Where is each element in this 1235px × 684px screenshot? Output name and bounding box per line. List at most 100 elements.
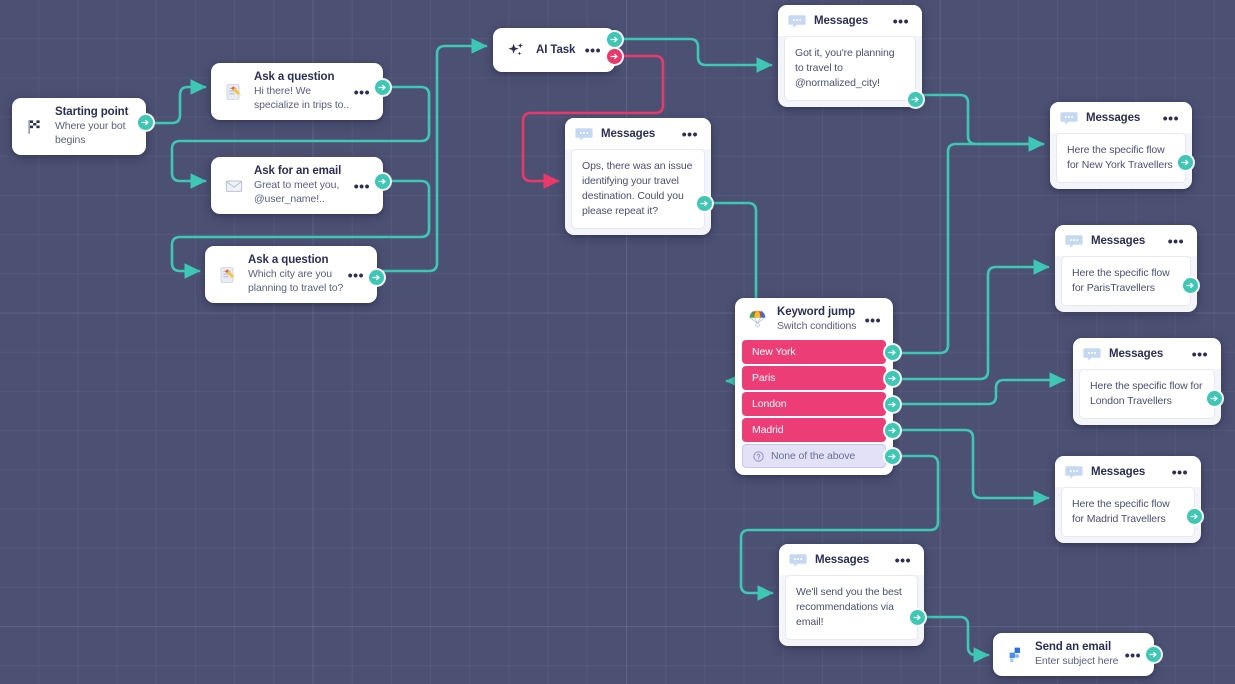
node-title: Starting point [55,106,129,118]
node-message-normalized-city[interactable]: Messages ••• Got it, you're planning to … [778,5,923,107]
envelope-icon [221,173,247,199]
keyword-label: None of the above [771,450,856,463]
keyword-condition-paris[interactable]: Paris [742,366,900,391]
node-ai-task[interactable]: AI Task ••• [493,28,622,72]
node-message-best-recommendations[interactable]: Messages ••• We'll send you the best rec… [779,544,925,646]
message-text: Here the specific flow for Madrid Travel… [1061,487,1195,537]
output-connector[interactable] [1146,647,1161,662]
keyword-condition-new-york[interactable]: New York [742,340,900,365]
node-menu-button[interactable]: ••• [1167,233,1184,249]
speech-bubble-icon [574,124,594,144]
output-connector[interactable] [1183,278,1198,293]
speech-bubble-icon [1059,108,1079,128]
output-connector[interactable] [910,610,925,625]
node-subtitle: Hi there! We specialize in trips to.. [254,85,350,112]
node-subtitle: Enter subject here [1035,655,1119,668]
message-text: We'll send you the best recommendations … [785,575,918,640]
speech-bubble-icon [788,550,808,570]
message-text: Here the specific flow for London Travel… [1079,369,1215,419]
keyword-condition-none-of-the-above[interactable]: None of the above [742,444,900,469]
mailchimp-squares-icon [1002,642,1028,668]
node-message-madrid[interactable]: Messages ••• Here the specific flow for … [1055,456,1202,543]
node-title: Messages [815,554,870,566]
node-menu-button[interactable]: ••• [347,266,364,283]
node-subtitle: Where your bot begins [55,120,126,147]
node-menu-button[interactable]: ••• [892,13,909,29]
node-title: Messages [601,128,656,140]
output-connector[interactable] [885,449,900,465]
node-title: Messages [1109,348,1164,360]
node-menu-button[interactable]: ••• [1191,346,1208,362]
node-title: Messages [814,15,869,27]
output-connector[interactable] [375,174,390,189]
speech-bubble-icon [1064,231,1084,251]
keyword-label: Madrid [752,424,784,437]
output-connector[interactable] [1207,391,1222,406]
node-menu-button[interactable]: ••• [864,311,881,328]
output-connector[interactable] [885,423,900,439]
memo-pencil-icon [221,79,247,105]
node-title: Messages [1091,466,1146,478]
memo-pencil-icon [215,262,241,288]
output-connector[interactable] [138,115,153,130]
message-text: Here the specific flow for New York Trav… [1056,133,1186,183]
node-starting-point[interactable]: Starting point Where your bot begins [12,98,153,156]
output-connector[interactable] [369,270,384,285]
message-text: Got it, you're planning to travel to @no… [784,36,916,101]
question-circle-icon [753,451,764,462]
output-connector-failure[interactable] [607,49,622,64]
node-message-london[interactable]: Messages ••• Here the specific flow for … [1073,338,1222,425]
node-message-new-york[interactable]: Messages ••• Here the specific flow for … [1050,102,1193,189]
speech-bubble-icon [1064,462,1084,482]
keyword-label: Paris [752,372,776,385]
node-menu-button[interactable]: ••• [353,177,370,194]
output-connector[interactable] [697,196,712,211]
node-send-an-email[interactable]: Send an email Enter subject here ••• [993,633,1161,677]
output-connector[interactable] [885,371,900,387]
checkered-flag-icon [22,114,48,140]
keyword-label: New York [752,346,796,359]
speech-bubble-icon [1082,344,1102,364]
output-connector[interactable] [1187,509,1202,524]
node-title: Ask for an email [254,165,342,177]
keyword-condition-london[interactable]: London [742,392,900,417]
node-ask-question-2[interactable]: Ask a question Which city are you planni… [205,246,384,304]
node-subtitle: Switch conditions [777,320,857,333]
node-menu-button[interactable]: ••• [1171,464,1188,480]
output-connector[interactable] [885,345,900,361]
node-menu-button[interactable]: ••• [584,42,601,58]
keyword-label: London [752,398,787,411]
node-menu-button[interactable]: ••• [894,552,911,568]
node-title: Send an email [1035,641,1112,653]
node-menu-button[interactable]: ••• [1124,646,1141,663]
output-connector[interactable] [885,397,900,413]
node-title: Keyword jump [777,306,856,318]
node-subtitle: Which city are you planning to travel to… [248,268,344,295]
output-connector[interactable] [908,92,923,107]
node-keyword-jump[interactable]: Keyword jump Switch conditions ••• New Y… [735,298,900,476]
keyword-condition-list: New York Paris London Madrid [735,340,900,475]
node-menu-button[interactable]: ••• [1162,110,1179,126]
node-ask-question-1[interactable]: Ask a question Hi there! We specialize i… [211,63,390,121]
node-message-paris[interactable]: Messages ••• Here the specific flow for … [1055,225,1198,312]
node-title: Messages [1086,112,1141,124]
output-connector[interactable] [1178,155,1193,170]
node-title: Ask a question [254,71,335,83]
message-text: Ops, there was an issue identifying your… [571,149,705,229]
node-subtitle: Great to meet you, @user_name!.. [254,179,340,206]
node-menu-button[interactable]: ••• [353,83,370,100]
output-connector-success[interactable] [607,32,622,47]
node-title: Ask a question [248,254,329,266]
node-title: Messages [1091,235,1146,247]
parachute-icon [744,307,770,333]
keyword-condition-madrid[interactable]: Madrid [742,418,900,443]
speech-bubble-icon [787,11,807,31]
output-connector[interactable] [375,80,390,95]
node-menu-button[interactable]: ••• [681,126,698,142]
node-message-error-repeat[interactable]: Messages ••• Ops, there was an issue ide… [565,118,712,235]
sparkles-icon [503,37,529,63]
message-text: Here the specific flow for ParisTravelle… [1061,256,1191,306]
node-ask-for-email[interactable]: Ask for an email Great to meet you, @use… [211,157,390,215]
